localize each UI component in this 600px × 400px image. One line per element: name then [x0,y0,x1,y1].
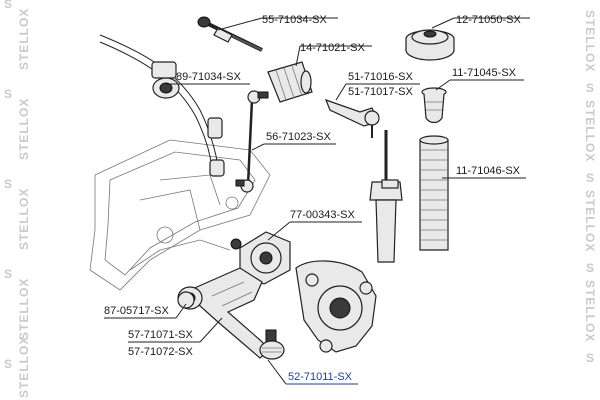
shock-absorber [369,130,403,263]
watermark-left-s3: S [4,177,12,191]
label-12-71050-sx: 12-71050-SX [456,14,521,26]
stabilizer-link [235,90,269,193]
label-11-71046-sx: 11-71046-SX [456,165,521,177]
leader-12-71050 [431,17,455,29]
watermark-left-5: STELLOX [17,336,31,398]
part-labels: 55-71034-SX 12-71050-SX 14-71021-SX 89-7… [104,14,521,383]
steering-boot [267,61,313,103]
lower-control-arm [177,267,271,359]
leader-lines [104,17,530,385]
watermark-left-4: STELLOX [17,278,31,340]
subframe-illustration [89,139,271,291]
stabilizer-bushing [151,61,180,99]
watermark-left-1: STELLOX [17,8,31,70]
leader-55-71034 [217,17,263,31]
steering-knuckle [295,260,377,353]
label-55-71034-sx: 55-71034-SX [262,14,327,26]
inner-tie-rod [197,16,263,52]
watermark-right-4: STELLOX [583,280,597,342]
watermark-right-1: STELLOX [583,10,597,72]
tie-rod-end [324,98,380,138]
watermark-left-s1: S [4,0,12,11]
leader-14-71021 [295,45,301,67]
label-52-71011-sx[interactable]: 52-71011-SX [288,371,353,383]
watermark-left: STELLOX STELLOX STELLOX STELLOX STELLOX … [4,0,31,398]
strut-dust-boot [419,135,449,251]
leader-11-71045 [435,79,451,91]
watermark-right: STELLOX STELLOX STELLOX STELLOX S S S S [583,10,597,365]
stabilizer-bar [99,34,225,177]
watermark-right-s1: S [586,81,594,95]
label-77-00343-sx: 77-00343-SX [290,209,355,221]
watermark-right-s4: S [586,351,594,365]
leader-51-71016 [335,83,347,101]
watermark-right-3: STELLOX [583,190,597,252]
rear-arm-bushing [230,231,291,285]
leader-77-00343 [267,221,291,241]
watermark-right-2: STELLOX [583,100,597,162]
label-14-71021-sx: 14-71021-SX [300,42,365,54]
label-11-71045-sx: 11-71045-SX [452,67,517,79]
watermark-left-s5: S [4,357,12,371]
label-57-71072-sx: 57-71072-SX [128,346,193,358]
label-51-71017-sx: 51-71017-SX [348,86,413,98]
watermark-left-s2: S [4,87,12,101]
front-arm-bushing [177,291,195,309]
label-89-71034-sx: 89-71034-SX [176,71,241,83]
watermark-right-s3: S [586,261,594,275]
leader-52-71011 [267,359,287,385]
watermark-left-3: STELLOX [17,188,31,250]
watermark-right-s2: S [586,171,594,185]
watermark-left-2: STELLOX [17,98,31,160]
watermark-left-s4: S [4,267,12,281]
label-87-05717-sx: 87-05717-SX [104,305,169,317]
ball-joint [259,329,285,360]
label-56-71023-sx: 56-71023-SX [266,131,331,143]
label-57-71071-sx: 57-71071-SX [128,329,193,341]
leader-56-71023 [251,143,265,151]
top-strut-mount [405,29,455,61]
bump-stop [421,87,447,124]
label-51-71016-sx: 51-71016-SX [348,71,413,83]
